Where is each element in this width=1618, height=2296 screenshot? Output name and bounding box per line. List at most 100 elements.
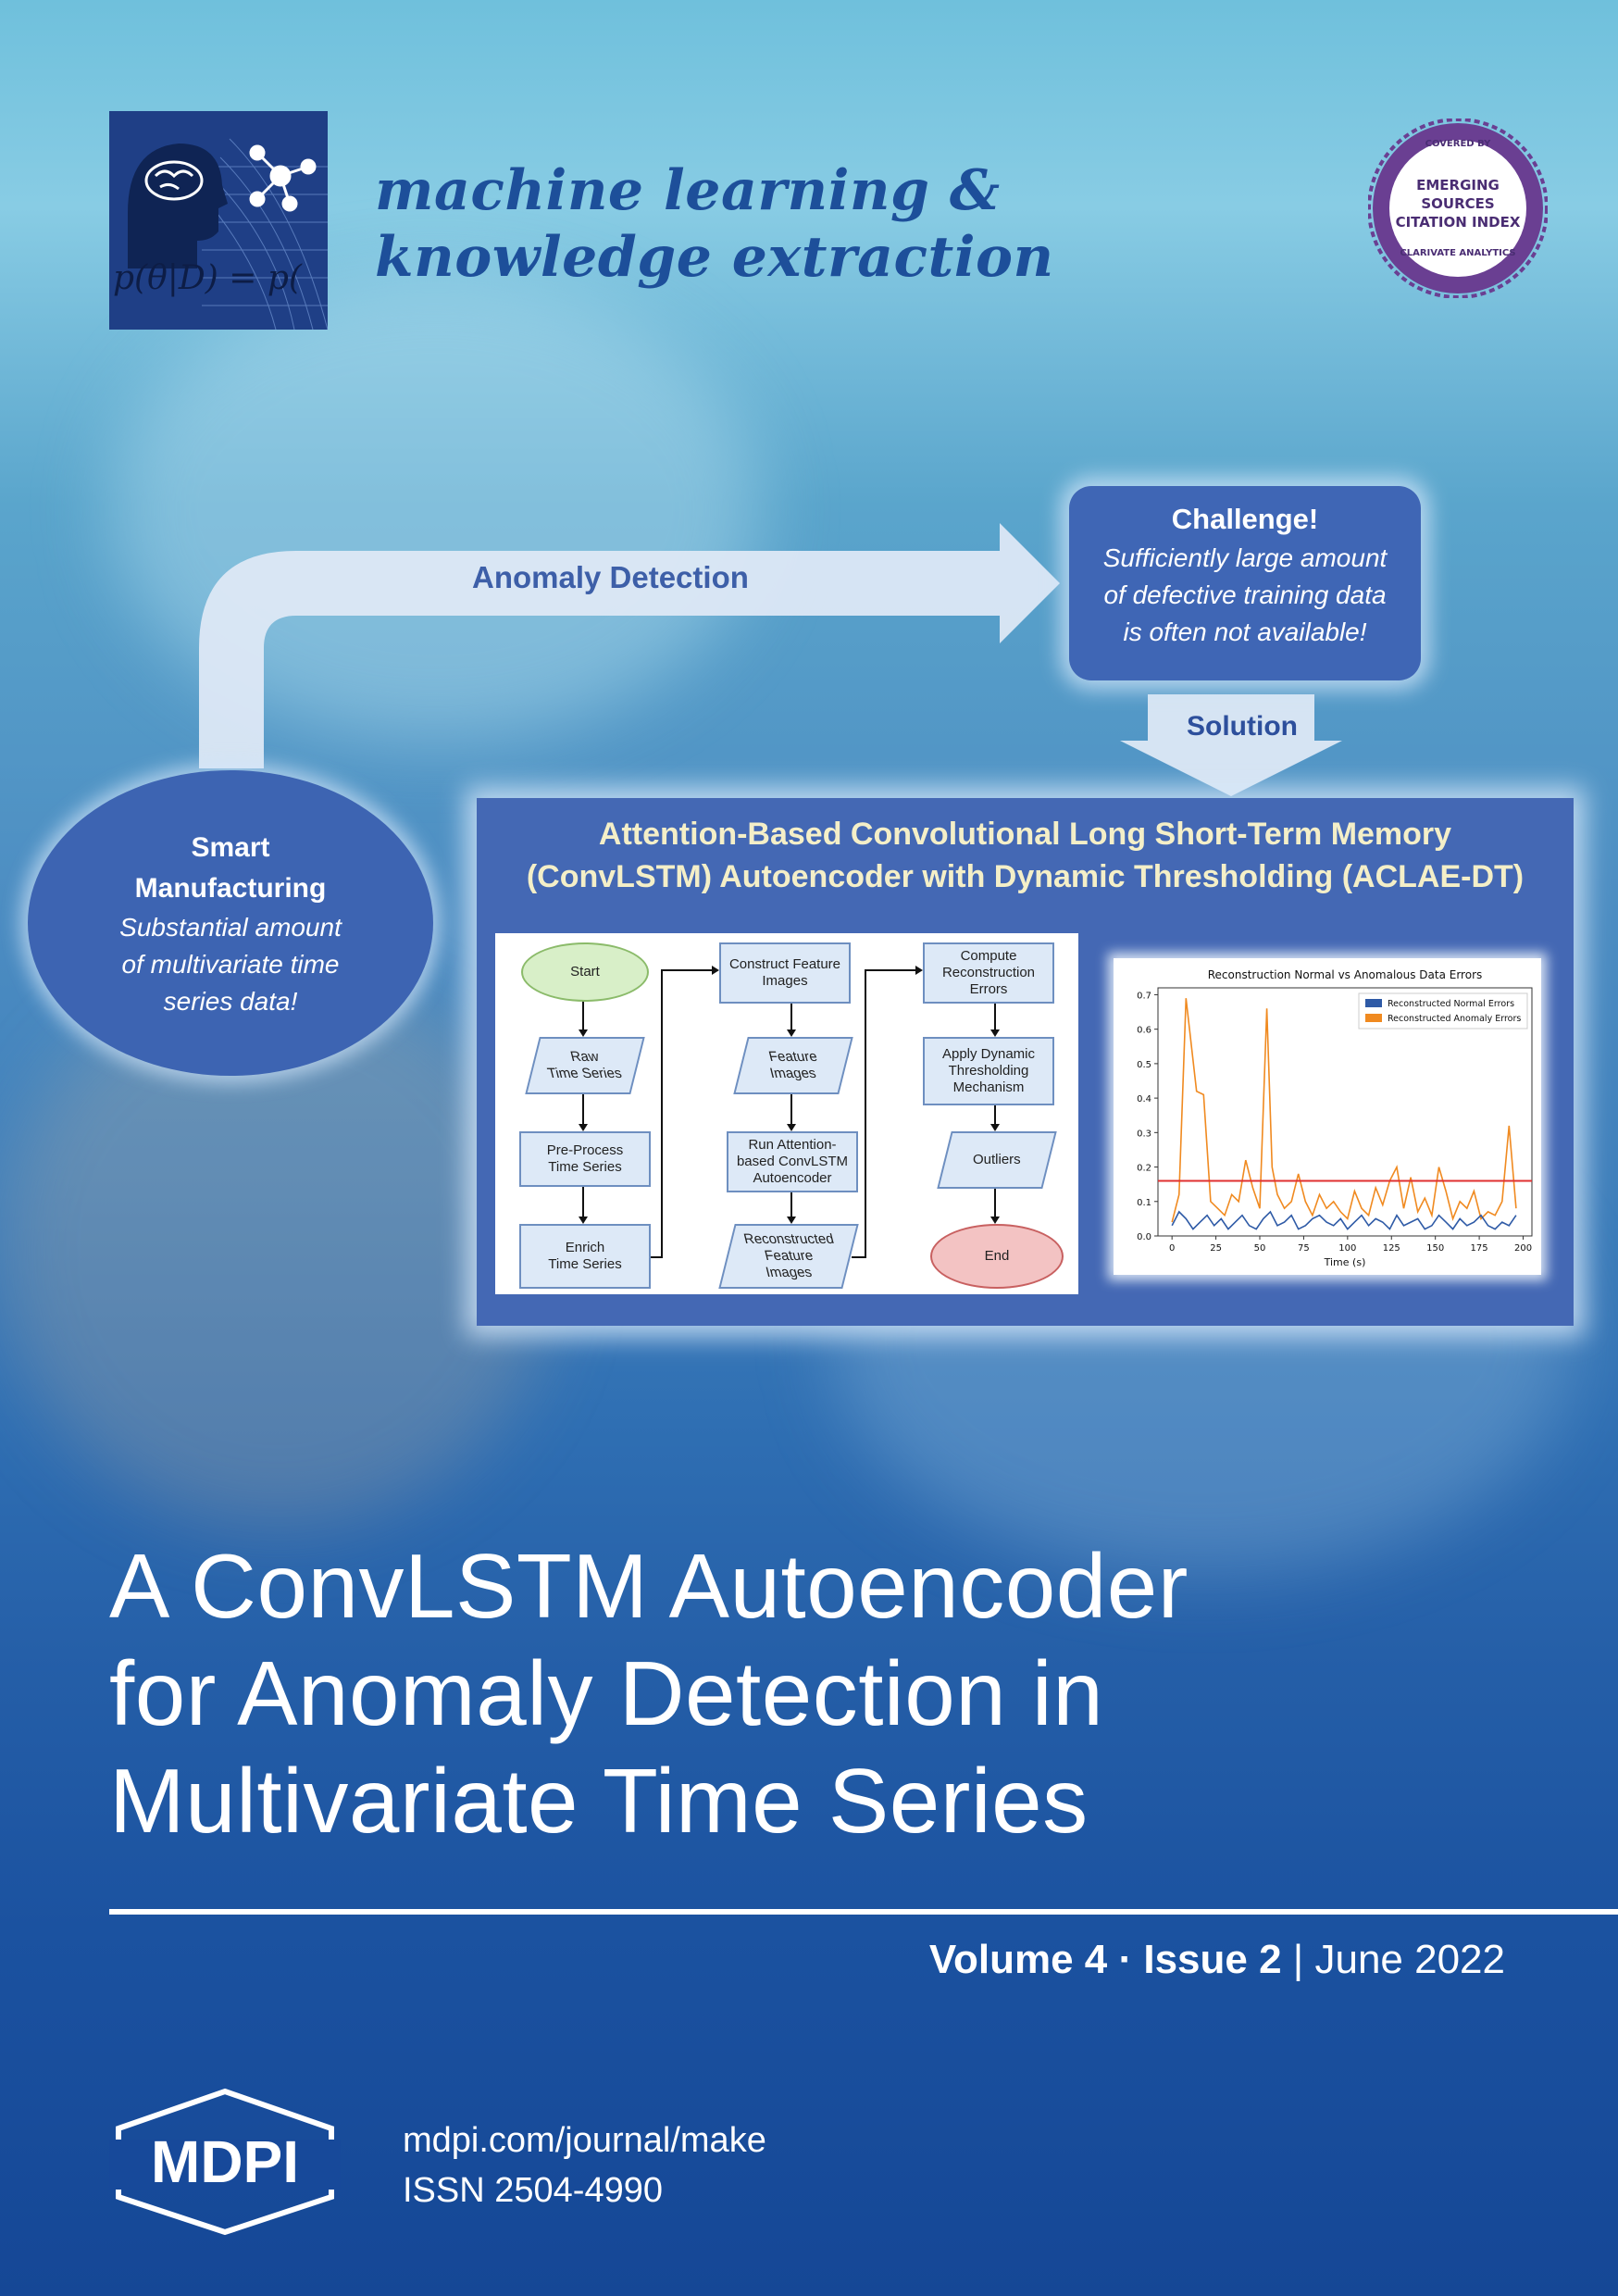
flow-enrich-line1: Enrich — [565, 1240, 605, 1255]
flow-outliers-label: Outliers — [973, 1152, 1021, 1167]
y-tick-label: 0.0 — [1137, 1232, 1151, 1242]
chart-title: Reconstruction Normal vs Anomalous Data … — [1208, 968, 1483, 981]
legend-box — [1358, 992, 1528, 1029]
reconstruction-error-chart: Reconstruction Normal vs Anomalous Data … — [1114, 958, 1541, 1275]
journal-url[interactable]: mdpi.com/journal/make — [403, 2121, 766, 2160]
journal-title-line1: machine learning & — [375, 158, 1001, 223]
issue-date: June 2022 — [1314, 1937, 1505, 1982]
y-tick-label: 0.4 — [1137, 1094, 1151, 1104]
challenge-line-3: is often not available! — [1123, 618, 1367, 646]
flow-apply-line3: Mechanism — [952, 1079, 1025, 1095]
flow-end: End — [930, 1224, 1064, 1289]
flow-reconstructed-line3: Images — [764, 1265, 814, 1280]
smart-title-1: Smart — [191, 832, 270, 863]
challenge-line-1: Sufficiently large amount — [1102, 543, 1388, 572]
journal-links: mdpi.com/journal/make ISSN 2504-4990 — [403, 2115, 766, 2215]
panel-title: Attention-Based Convolutional Long Short… — [477, 813, 1574, 898]
badge-center-text: EMERGING SOURCES CITATION INDEX — [1368, 176, 1548, 231]
flow-construct-line1: Construct Feature — [728, 956, 841, 972]
journal-logo: p(θ|D) = p( — [109, 111, 328, 330]
challenge-title: Challenge! — [1171, 503, 1319, 535]
head-silhouette-icon — [128, 144, 228, 268]
badge-line3: CITATION INDEX — [1395, 214, 1521, 231]
volume-issue-line: Volume 4 · Issue 2 | June 2022 — [929, 1937, 1505, 1983]
legend-label: Reconstructed Anomaly Errors — [1388, 1014, 1521, 1024]
badge-line2: SOURCES — [1421, 195, 1495, 212]
volume-label: Volume 4 — [928, 1937, 1108, 1982]
logo-formula: p(θ|D) = p( — [113, 259, 302, 297]
x-tick-label: 25 — [1210, 1243, 1222, 1254]
x-tick-label: 100 — [1338, 1243, 1356, 1254]
x-tick-label: 150 — [1426, 1243, 1444, 1254]
panel-title-line2: (ConvLSTM) Autoencoder with Dynamic Thre… — [526, 859, 1525, 894]
flow-enrich-line2: Time Series — [548, 1256, 622, 1272]
journal-logo-graphic — [128, 138, 328, 330]
solution-label: Solution — [1187, 711, 1298, 742]
flow-feature-line1: Feature — [766, 1049, 819, 1065]
issue-label: Issue 2 — [1143, 1937, 1282, 1982]
y-tick-label: 0.6 — [1137, 1026, 1151, 1036]
chart-plot-area — [1157, 987, 1533, 1237]
journal-title: machine learning & knowledge extraction — [375, 157, 1054, 291]
flow-outliers: Outliers — [937, 1131, 1057, 1189]
challenge-line-2: of defective training data — [1103, 580, 1387, 609]
flow-run-line3: Autoencoder — [753, 1170, 832, 1186]
smart-line-1: Substantial amount — [119, 913, 342, 942]
journal-title-line2: knowledge extraction — [375, 225, 1054, 290]
flow-apply-line2: Thresholding — [948, 1063, 1029, 1079]
article-title-line2: for Anomaly Detection in — [109, 1642, 1104, 1744]
smart-line-2: of multivariate time — [121, 950, 340, 979]
article-title-line1: A ConvLSTM Autoencoder — [109, 1535, 1189, 1637]
mdpi-logo-icon — [109, 2088, 341, 2236]
x-tick-label: 125 — [1383, 1243, 1400, 1254]
flow-start: Start — [521, 942, 649, 1002]
flow-reconstructed-line2: Feature — [762, 1248, 815, 1264]
flow-raw-line2: Time Series — [546, 1066, 624, 1081]
y-tick-label: 0.7 — [1137, 991, 1151, 1001]
y-tick-label: 0.2 — [1137, 1164, 1151, 1174]
article-title: A ConvLSTM Autoencoder for Anomaly Detec… — [109, 1532, 1189, 1854]
flow-preprocess-line2: Time Series — [548, 1159, 622, 1175]
x-tick-label: 175 — [1471, 1243, 1488, 1254]
flow-run-line1: Run Attention- — [748, 1137, 837, 1153]
x-axis-label: Time (s) — [1324, 1256, 1366, 1268]
bar-separator: | — [1281, 1937, 1315, 1982]
smart-line-3: series data! — [163, 987, 298, 1016]
y-tick-label: 0.3 — [1137, 1129, 1151, 1139]
article-title-line3: Multivariate Time Series — [109, 1750, 1089, 1852]
flow-run-line2: based ConvLSTM — [736, 1154, 849, 1169]
badge-line1: EMERGING — [1416, 177, 1500, 193]
flow-start-label: Start — [570, 964, 600, 980]
flow-raw-line1: Raw — [568, 1049, 601, 1065]
legend-label: Reconstructed Normal Errors — [1388, 999, 1514, 1009]
legend-swatch — [1365, 999, 1382, 1007]
flow-compute-line3: Errors — [969, 981, 1008, 997]
x-tick-label: 200 — [1514, 1243, 1532, 1254]
flow-feature-line2: Images — [768, 1066, 818, 1081]
flow-construct-line2: Images — [762, 973, 808, 989]
anomaly-detection-arrow — [199, 523, 1342, 796]
series-line-normal — [1171, 1210, 1517, 1230]
flow-apply-line1: Apply Dynamic — [941, 1046, 1036, 1062]
solution-arrow — [1120, 694, 1342, 796]
smart-title-2: Manufacturing — [134, 873, 327, 904]
panel-title-line1: Attention-Based Convolutional Long Short… — [598, 817, 1452, 852]
anomaly-detection-label: Anomaly Detection — [472, 560, 749, 594]
flow-preprocess-line1: Pre-Process — [546, 1142, 624, 1158]
chart-svg: Reconstruction Normal vs Anomalous Data … — [1137, 968, 1533, 1268]
x-tick-label: 75 — [1298, 1243, 1310, 1254]
flow-end-label: End — [984, 1248, 1010, 1264]
title-divider — [109, 1909, 1618, 1915]
